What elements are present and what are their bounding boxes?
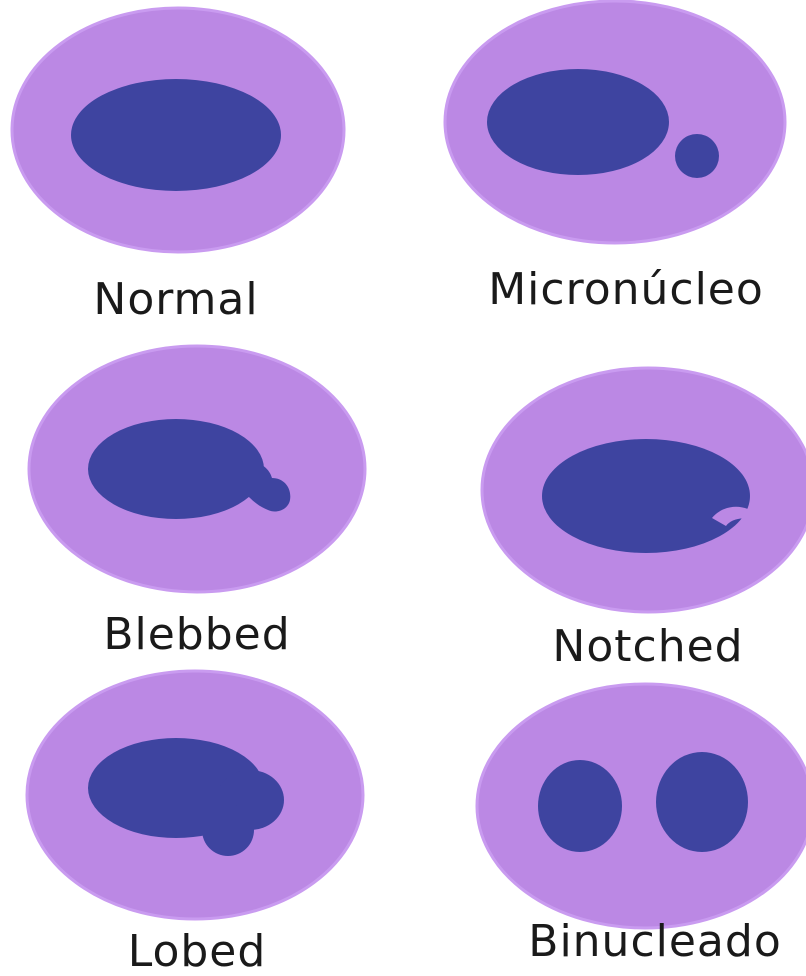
nucleus: [487, 69, 669, 175]
nucleus: [71, 79, 281, 191]
label-binucleado: Binucleado: [528, 920, 781, 964]
micronucleus: [675, 134, 719, 178]
cell-lobed: [27, 671, 363, 919]
label-normal: Normal: [93, 278, 258, 322]
nucleus-lobe-small: [202, 804, 254, 856]
cell-normal: [12, 8, 344, 252]
cytoplasm: [477, 684, 806, 928]
cell-notched: [482, 368, 806, 612]
cell-micronucleo: [445, 1, 785, 243]
label-micronucleo: Micronúcleo: [488, 268, 764, 312]
nucleus: [88, 419, 264, 519]
nucleus: [542, 439, 750, 553]
nucleus-left: [538, 760, 622, 852]
cell-binucleado: [477, 684, 806, 928]
label-blebbed: Blebbed: [103, 613, 290, 657]
label-lobed: Lobed: [128, 930, 267, 974]
nucleus-right: [656, 752, 748, 852]
label-notched: Notched: [552, 625, 743, 669]
cell-blebbed: [29, 346, 365, 592]
